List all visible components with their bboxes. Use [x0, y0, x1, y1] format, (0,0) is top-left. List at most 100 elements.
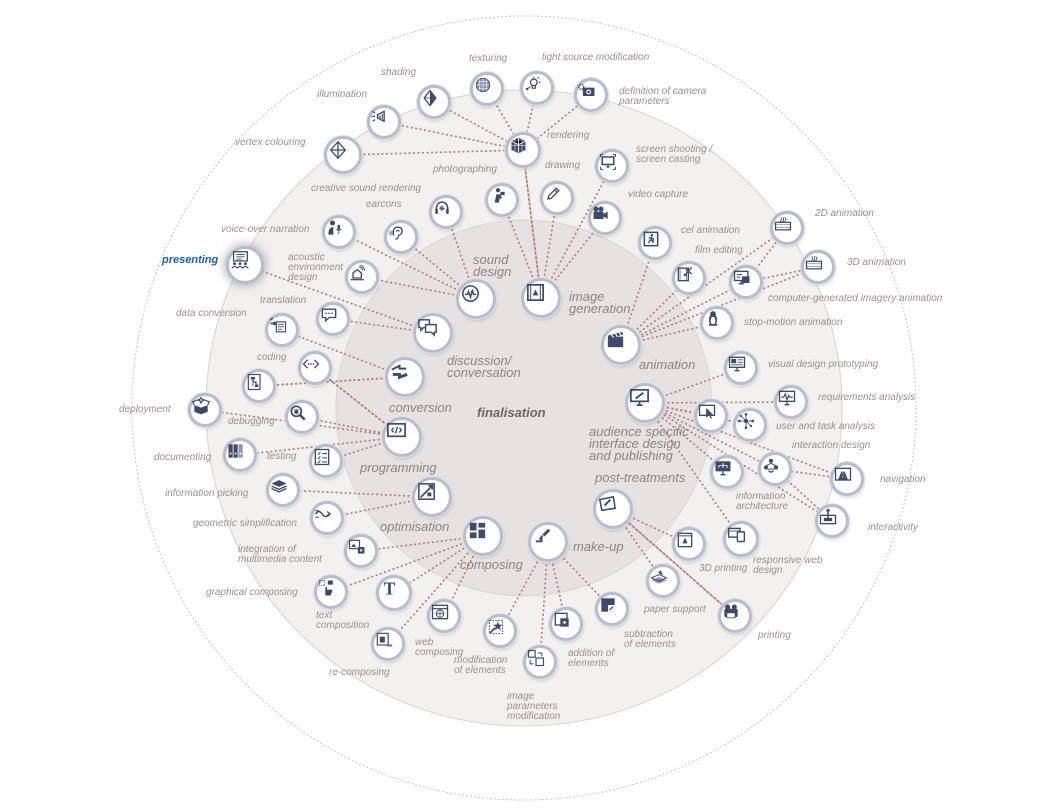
node-programming[interactable] [382, 417, 422, 457]
node-text[interactable]: T [376, 575, 412, 611]
label-usertask: user and task analysis [776, 421, 875, 432]
label-shading: shading [381, 67, 417, 78]
label-video: video capture [628, 189, 689, 200]
label-imgparams: image parameters modification [507, 691, 561, 722]
node-texturing[interactable] [470, 72, 504, 106]
node-dataconv[interactable] [265, 313, 299, 347]
node-paper[interactable] [646, 564, 680, 598]
node-recomposing[interactable] [371, 627, 405, 661]
connector-responsive [644, 402, 742, 540]
node-filmediting[interactable] [672, 261, 706, 295]
label-earcons: earcons [366, 199, 402, 210]
node-subtraction[interactable] [595, 592, 629, 626]
node-deployment[interactable] [188, 393, 222, 427]
label-lightsource: light source modification [542, 52, 650, 63]
label-filmediting: film editing [695, 245, 743, 256]
node-optimisation[interactable] [412, 477, 452, 517]
connector-vertex [342, 149, 524, 156]
node-illumination[interactable] [367, 105, 401, 139]
node-infopicking[interactable] [266, 473, 300, 507]
node-navigation[interactable] [830, 462, 864, 496]
node-translation[interactable] [316, 302, 350, 336]
node-lightsource[interactable] [520, 71, 554, 105]
node-pointer[interactable] [694, 399, 728, 433]
svg-text:3D: 3D [810, 257, 817, 263]
label-documenting: documenting [154, 452, 212, 463]
node-makeup[interactable] [528, 522, 568, 562]
node-geometric[interactable] [310, 501, 344, 535]
svg-text:2D: 2D [779, 218, 786, 224]
node-interaction[interactable] [758, 452, 792, 486]
node-screen[interactable] [595, 149, 629, 183]
label-cgi: computer-generated imagery animation [768, 293, 943, 304]
node-responsive[interactable] [723, 521, 759, 557]
node-usertask[interactable] [733, 408, 767, 442]
category-label-composing: composing [460, 557, 523, 572]
label-responsive: responsive web design [753, 555, 823, 576]
node-addition[interactable] [549, 607, 583, 641]
node-conversion[interactable] [385, 357, 425, 397]
connector-dataconv [281, 329, 406, 378]
label-cel: cel animation [681, 225, 740, 236]
node-vertex[interactable] [324, 136, 362, 174]
node-earcons[interactable] [384, 220, 418, 254]
node-stopmotion[interactable] [700, 306, 734, 340]
node-documenting[interactable] [223, 438, 257, 472]
connector-codingdoc [258, 376, 406, 387]
label-navigation: navigation [880, 474, 926, 485]
node-photographing[interactable] [485, 183, 519, 217]
node-audience[interactable] [625, 383, 665, 423]
connector-shading [433, 101, 524, 151]
connector-translation [332, 318, 434, 334]
node-camera[interactable] [574, 78, 608, 112]
label-visualproto: visual design prototyping [768, 359, 879, 370]
node-imgparams[interactable] [523, 645, 557, 679]
node-discussion[interactable] [413, 313, 453, 353]
label-recomposing: re-composing [329, 667, 390, 678]
category-label-optimisation: optimisation [380, 519, 450, 534]
node-sound[interactable] [456, 279, 496, 319]
label-camera: definition of camera parameters [619, 86, 707, 107]
label-rendering: rendering [547, 130, 590, 141]
node-post[interactable] [593, 489, 633, 529]
node-rendering[interactable] [505, 132, 541, 168]
category-label-audience: audience specific interface design and p… [589, 424, 689, 463]
node-debugging[interactable] [285, 400, 319, 434]
node-cgi[interactable] [729, 265, 763, 299]
node-multimedia[interactable] [344, 534, 378, 568]
label-subtraction: subtraction of elements [624, 629, 676, 650]
node-anim2d[interactable]: 2D [770, 211, 804, 245]
label-coding: coding [257, 352, 287, 363]
label-debugging: debugging [228, 416, 275, 427]
node-reqs[interactable] [774, 385, 808, 419]
node-coding[interactable] [298, 351, 332, 385]
connector-anim3d [620, 266, 819, 346]
node-interactivity[interactable] [815, 504, 849, 538]
node-graphical[interactable] [314, 575, 348, 609]
node-presenting[interactable] [226, 246, 264, 284]
label-modif: modification of elements [454, 655, 508, 676]
connector-interactivity [644, 402, 833, 522]
node-modif[interactable] [483, 614, 517, 648]
connector-3d-cgi [745, 266, 819, 283]
node-codingdoc[interactable] [242, 369, 276, 403]
node-image[interactable] [521, 278, 561, 318]
node-acoustic[interactable] [345, 260, 379, 294]
node-visualproto[interactable] [724, 351, 758, 385]
node-web[interactable] [427, 599, 461, 633]
label-photographing: photographing [433, 164, 497, 175]
node-drawing[interactable] [540, 181, 574, 215]
node-cel[interactable] [638, 226, 672, 260]
node-animation[interactable] [601, 325, 641, 365]
node-shading[interactable] [417, 85, 451, 119]
node-anim3d[interactable]: 3D [801, 250, 835, 284]
node-printing[interactable] [718, 599, 752, 633]
node-composing[interactable] [463, 516, 503, 556]
connector-video [540, 217, 606, 299]
node-infoarch[interactable] [710, 455, 744, 489]
node-voiceover[interactable] [322, 215, 356, 249]
node-creative-sound[interactable] [429, 195, 463, 229]
node-video[interactable] [588, 201, 622, 235]
node-printing3d[interactable] [672, 527, 706, 561]
node-testing[interactable] [309, 444, 343, 478]
